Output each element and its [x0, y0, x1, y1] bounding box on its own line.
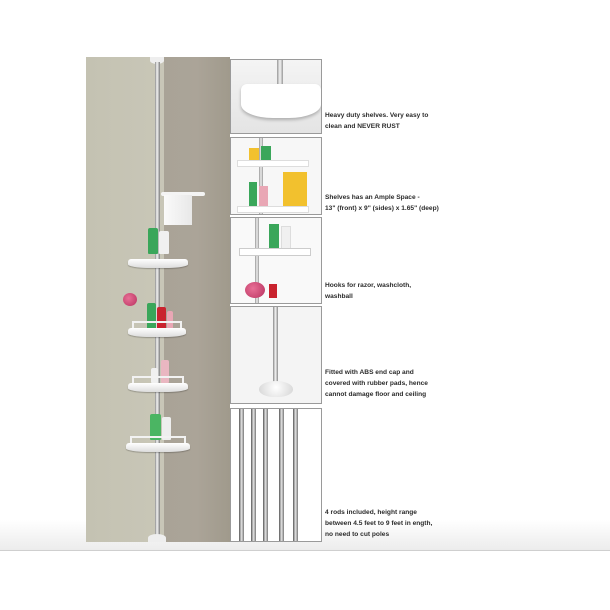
hand-towel: [164, 195, 192, 225]
caption-line: 4 rods included, height range: [325, 509, 417, 516]
caption-line: Fitted with ABS end cap and: [325, 369, 414, 376]
shelf-4: [126, 435, 190, 452]
caption-heavy-duty: Heavy duty shelves. Very easy to clean a…: [325, 110, 455, 132]
hero-product-photo: [86, 57, 230, 542]
caption-line: Hooks for razor, washcloth,: [325, 282, 412, 289]
white-bottle: [162, 417, 171, 440]
thumbnail-rods: [230, 408, 322, 542]
caption-line: between 4.5 feet to 9 feet in ength,: [325, 520, 433, 527]
shelf-3: [128, 375, 188, 392]
caption-line: no need to cut poles: [325, 531, 390, 538]
white-bottle: [159, 231, 169, 254]
thumbnail-end-cap: [230, 306, 322, 404]
caption-line: 13" (front) x 9" (sides) x 1.65" (deep): [325, 205, 439, 212]
bottom-divider: [0, 550, 610, 551]
pink-washball: [123, 293, 137, 306]
thumbnail-hooks: [230, 217, 322, 304]
ceiling-cap: [150, 57, 164, 64]
shelf-2: [128, 319, 186, 337]
floor-cap: [148, 534, 166, 542]
caption-hooks: Hooks for razor, washcloth, washball: [325, 280, 455, 302]
caption-line: Shelves has an Ample Space -: [325, 194, 420, 201]
caption-line: covered with rubber pads, hence: [325, 380, 428, 387]
shelf-1: [128, 252, 188, 268]
white-bottle: [151, 368, 158, 383]
caption-line: clean and NEVER RUST: [325, 123, 400, 130]
caption-line: washball: [325, 293, 353, 300]
caption-line: cannot damage floor and ceiling: [325, 391, 427, 398]
caption-end-cap: Fitted with ABS end cap and covered with…: [325, 367, 455, 400]
pink-bottle: [161, 360, 169, 383]
caption-rods: 4 rods included, height range between 4.…: [325, 507, 455, 540]
caption-line: Heavy duty shelves. Very easy to: [325, 112, 429, 119]
pink-bottle: [167, 311, 173, 330]
green-bottle: [150, 414, 161, 440]
towel-bar: [161, 192, 205, 196]
thumbnail-ample-space: [230, 137, 322, 215]
thumbnail-shelf-closeup: [230, 59, 322, 134]
green-bottle: [148, 228, 158, 254]
green-bottle: [147, 303, 156, 330]
wall-shadow: [164, 57, 230, 542]
red-bottle: [157, 307, 166, 330]
caddy-pole: [155, 62, 160, 537]
caption-ample-space: Shelves has an Ample Space - 13" (front)…: [325, 192, 455, 214]
